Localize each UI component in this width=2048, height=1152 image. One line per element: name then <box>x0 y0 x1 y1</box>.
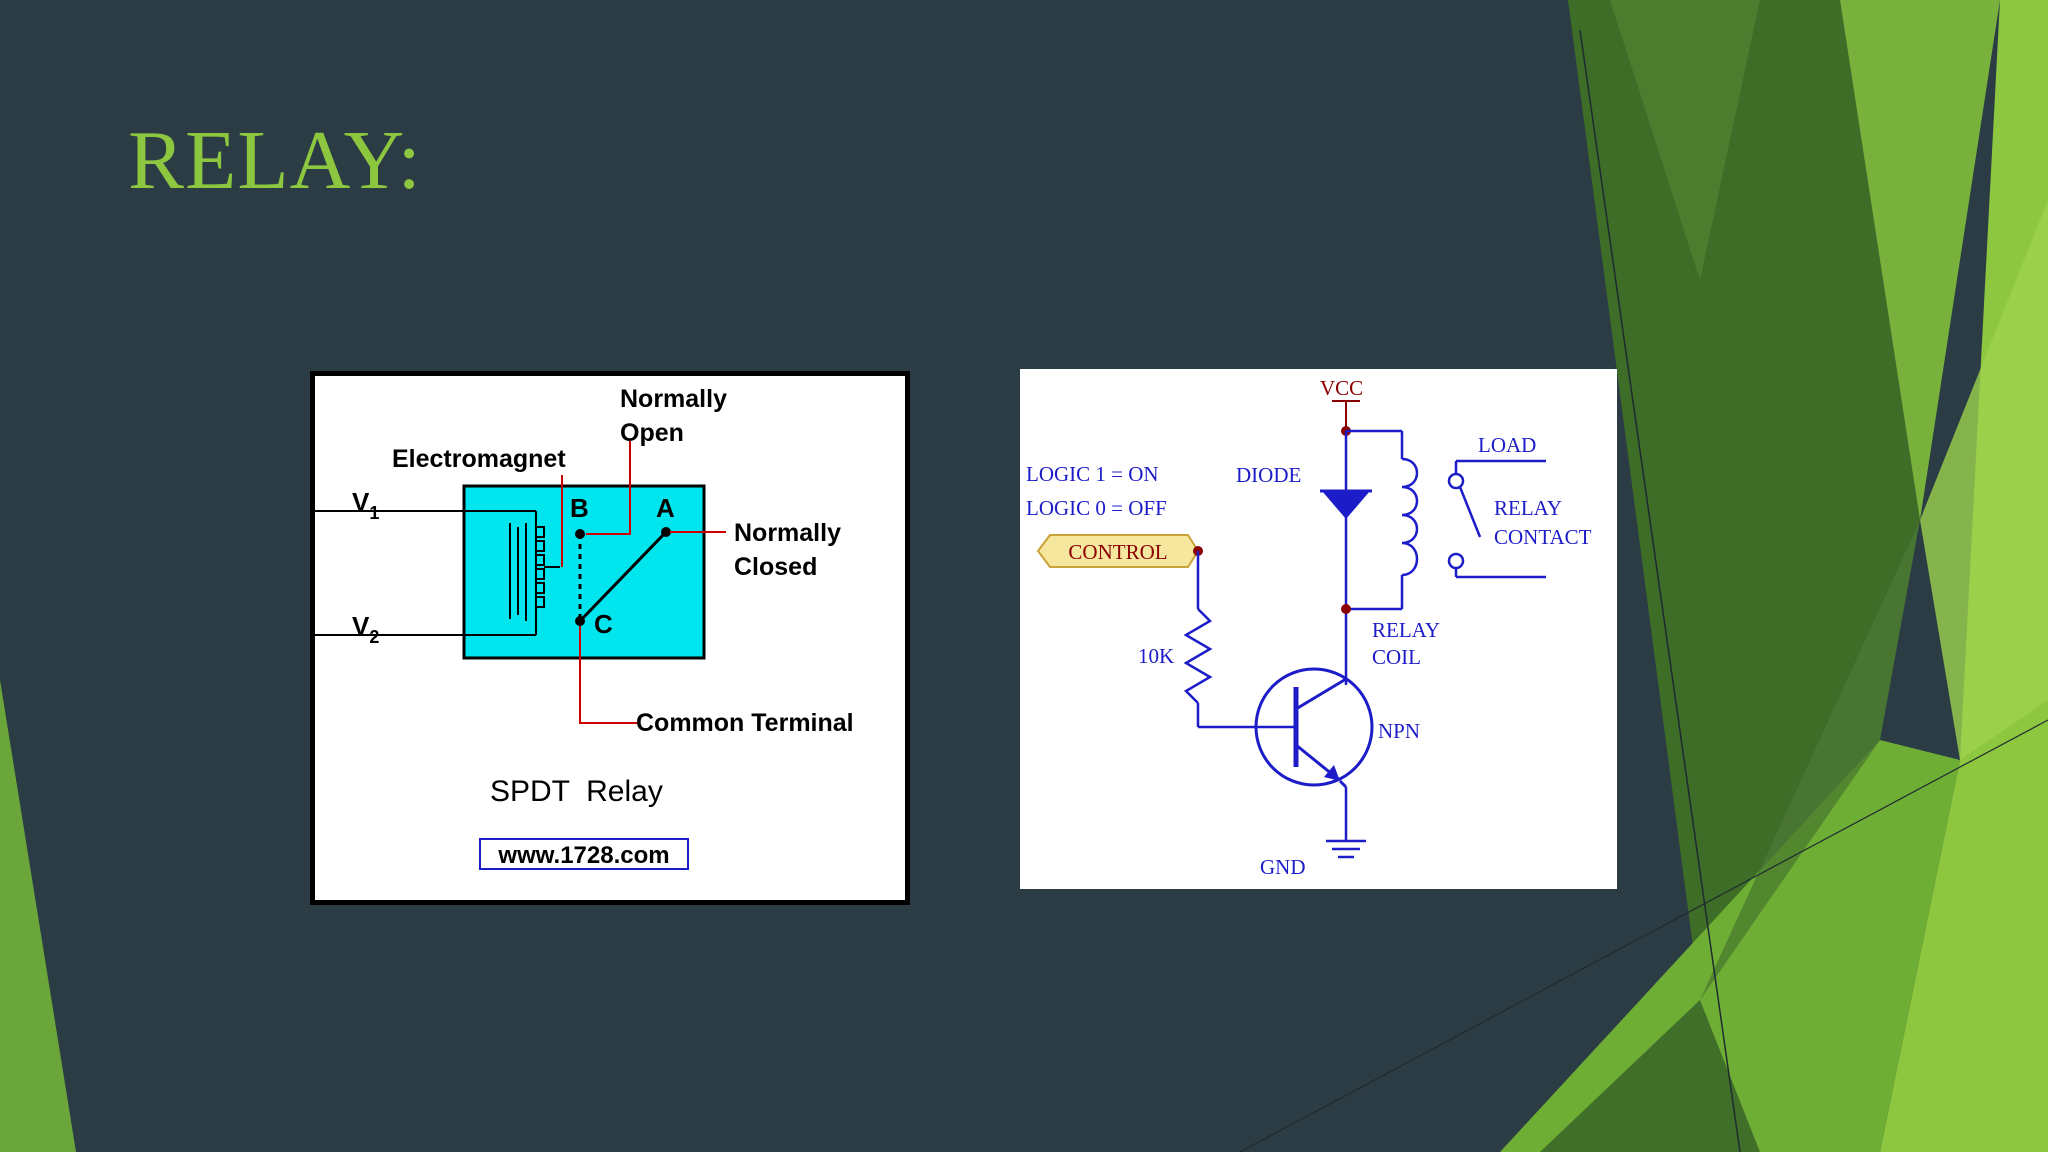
logic0-label: LOGIC 0 = OFF <box>1026 496 1167 520</box>
leader-lines <box>561 441 726 724</box>
thin-line-2 <box>1239 719 2048 1152</box>
v1-label: V1 <box>352 487 379 523</box>
thin-line-1 <box>1579 29 1741 1152</box>
green-facet-3 <box>1840 0 2000 520</box>
spdt-relay-figure: Normally Open Electromagnet V1 V2 B A C … <box>310 371 910 905</box>
common-terminal-label: Common Terminal <box>636 709 854 737</box>
electromagnet-label: Electromagnet <box>392 445 566 473</box>
normally-closed-label-1: Normally <box>734 519 841 547</box>
green-facet-7 <box>1700 520 1920 1000</box>
normally-open-label-2: Open <box>620 419 684 447</box>
contact-b <box>575 529 585 539</box>
relay-coil-label-1: RELAY <box>1372 618 1440 642</box>
relay-contact <box>1447 459 1546 579</box>
contact-a <box>661 527 671 537</box>
logic1-label: LOGIC 1 = ON <box>1026 462 1159 486</box>
relay-driver-circuit: CONTROL VCC LOGIC 1 = ON LOGIC 0 = OFF D… <box>1020 369 1617 889</box>
contact-c <box>575 616 585 626</box>
website-link[interactable]: www.1728.com <box>497 842 669 869</box>
relay-coil-label-2: COIL <box>1372 645 1421 669</box>
npn-label: NPN <box>1378 719 1420 743</box>
slide-title: RELAY: <box>128 114 422 207</box>
green-facet-4 <box>1880 0 2048 1152</box>
green-facet-8 <box>1540 1000 1760 1152</box>
terminal-c-label: C <box>594 609 613 639</box>
green-facet-left <box>0 680 76 1152</box>
relay-body <box>462 484 706 660</box>
normally-open-label-1: Normally <box>620 385 727 413</box>
emitter-arrow <box>1324 765 1340 781</box>
v2-label: V2 <box>352 611 379 647</box>
diode-branch <box>1344 429 1404 685</box>
load-label: LOAD <box>1478 433 1536 457</box>
terminal-b-label: B <box>570 493 589 523</box>
normally-closed-label-2: Closed <box>734 553 817 581</box>
base-path <box>1183 551 1296 729</box>
control-label: CONTROL <box>1068 540 1167 564</box>
coil-bottom-node <box>1341 604 1351 614</box>
vcc-label: VCC <box>1320 376 1363 400</box>
relay-contact-label-2: CONTACT <box>1494 525 1592 549</box>
gnd-label: GND <box>1260 855 1306 879</box>
npn-transistor <box>1254 667 1374 787</box>
spdt-caption: SPDT Relay <box>490 775 663 808</box>
green-facet-2 <box>1610 0 1760 280</box>
diode-label: DIODE <box>1236 463 1301 487</box>
circuit-background <box>1020 369 1617 889</box>
ground-symbol <box>1326 839 1366 859</box>
relay-contact-label-1: RELAY <box>1494 496 1562 520</box>
diode-symbol <box>1322 491 1370 519</box>
resistor-label: 10K <box>1138 644 1174 668</box>
green-facet-5 <box>1920 200 2048 760</box>
green-facet-1 <box>1568 0 1920 1000</box>
switch-arm <box>578 530 668 623</box>
relay-coil <box>1401 457 1419 577</box>
terminal-a-label: A <box>656 493 675 523</box>
website-box <box>479 838 689 870</box>
